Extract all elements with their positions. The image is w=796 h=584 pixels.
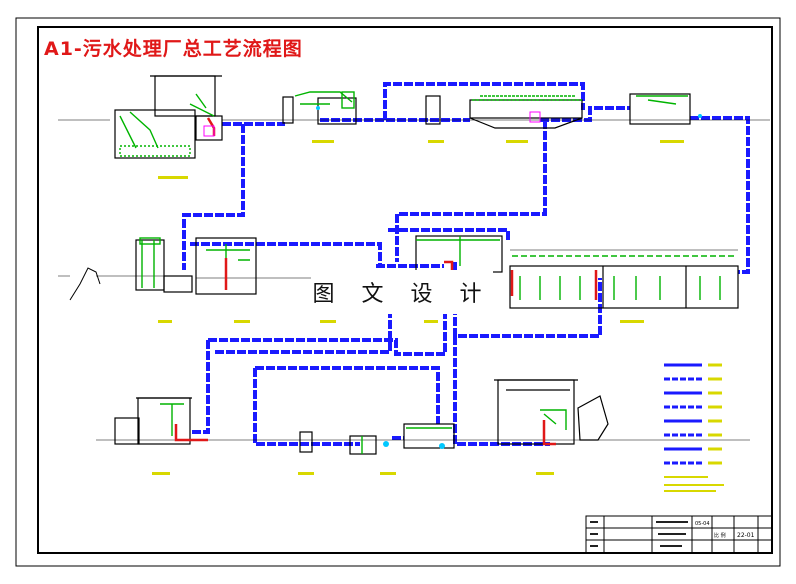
- uv-channel: [636, 95, 688, 105]
- equipment: [119, 91, 736, 454]
- thickener-pipes: [361, 427, 452, 454]
- legend-label: [708, 447, 722, 451]
- inner-border: [37, 26, 773, 554]
- structure-labels: [152, 140, 684, 475]
- lift-pumps: [141, 240, 155, 288]
- outfall: [69, 267, 101, 301]
- blower-pipes: [416, 236, 500, 266]
- legend-label: [708, 363, 722, 367]
- clarifier-bridge: [472, 95, 582, 101]
- legend-label: [708, 391, 722, 395]
- legend-label: [708, 461, 722, 465]
- pipelines: [182, 82, 750, 446]
- pump-house-pipes: [206, 244, 250, 290]
- sludge-thickener: [349, 435, 377, 455]
- legend-label: [708, 419, 722, 423]
- bar-screen: [119, 111, 159, 149]
- disinfection-building: [629, 93, 691, 125]
- sludge-silo: [577, 395, 609, 441]
- sludge-pumps: [160, 403, 184, 436]
- dewatering-press: [540, 409, 567, 430]
- pump-house: [195, 237, 257, 295]
- sludge-pump-house: [137, 397, 191, 445]
- grit-equipment: [294, 91, 353, 105]
- outer-border: [15, 17, 781, 567]
- pipe-low-1: [192, 340, 210, 434]
- screen-tank: [114, 109, 196, 159]
- title-block-scale-label: 比 例: [714, 532, 726, 539]
- legend: [664, 363, 722, 465]
- pipe-down-1: [182, 124, 245, 270]
- pipe-mid-5: [208, 290, 447, 356]
- title-block-code: 05-04: [695, 521, 710, 527]
- pipe-mid-1: [190, 242, 382, 265]
- pipe-top-right: [690, 116, 750, 274]
- aeration-tank: [509, 265, 739, 309]
- legend-label: [708, 377, 722, 381]
- pipe-low-3: [255, 366, 440, 424]
- sludge-lines: [174, 117, 598, 446]
- pipe-down-2: [395, 120, 547, 262]
- distribution-well: [425, 95, 441, 125]
- legend-label: [708, 433, 722, 437]
- pipe-low-2: [253, 368, 360, 446]
- grit-tank-1: [282, 96, 294, 124]
- aeration-diffusers: [519, 276, 721, 300]
- secondary-clarifier: [469, 99, 583, 119]
- legend-note: [664, 476, 724, 492]
- watermark: 图 文 设 计: [311, 270, 493, 314]
- lift-pump-station: [135, 239, 165, 291]
- accents: [203, 106, 702, 449]
- title-block-sheet-no: 22-01: [737, 532, 755, 539]
- grit-tank-2: [317, 97, 357, 125]
- pipe-mid-3: [388, 228, 510, 240]
- pipe-top-loop: [383, 82, 585, 120]
- drawing-title: A1-污水处理厂总工艺流程图: [44, 38, 303, 60]
- legend-label: [708, 405, 722, 409]
- digester: [403, 423, 455, 449]
- sludge-well: [299, 431, 313, 453]
- title-block-fill: [590, 521, 688, 547]
- title-block: [585, 515, 773, 554]
